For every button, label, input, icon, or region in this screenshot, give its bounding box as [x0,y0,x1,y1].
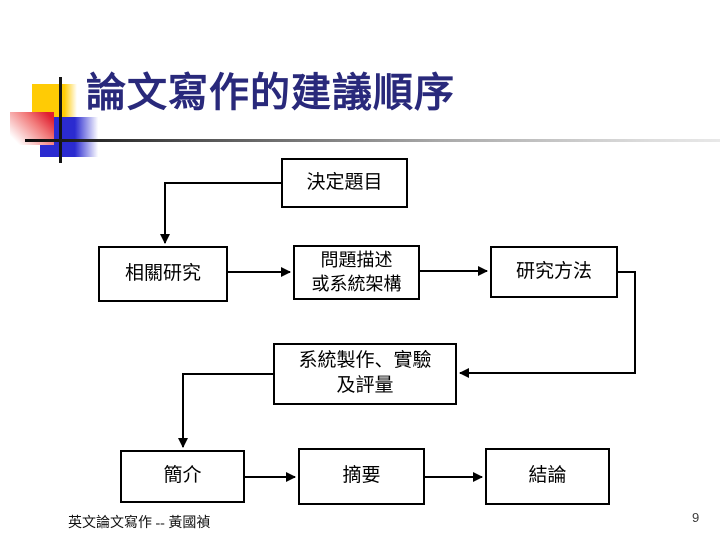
page-number: 9 [692,510,700,525]
title-divider-line [25,139,720,142]
node-conclusion: 結論 [485,448,610,505]
node-introduction: 簡介 [120,450,245,503]
node-abstract: 摘要 [298,448,425,505]
node-problem-description: 問題描述 或系統架構 [293,245,420,300]
logo-crosshair-vertical-line [59,77,62,163]
footer-text: 英文論文寫作 -- 黃國禎 [68,516,211,531]
node-research-method: 研究方法 [490,246,618,298]
node-system-implementation: 系統製作、實驗 及評量 [273,343,457,405]
node-related-research: 相關研究 [98,246,228,302]
slide-title: 論文寫作的建議順序 [86,70,455,115]
node-decide-topic: 決定題目 [281,158,408,208]
